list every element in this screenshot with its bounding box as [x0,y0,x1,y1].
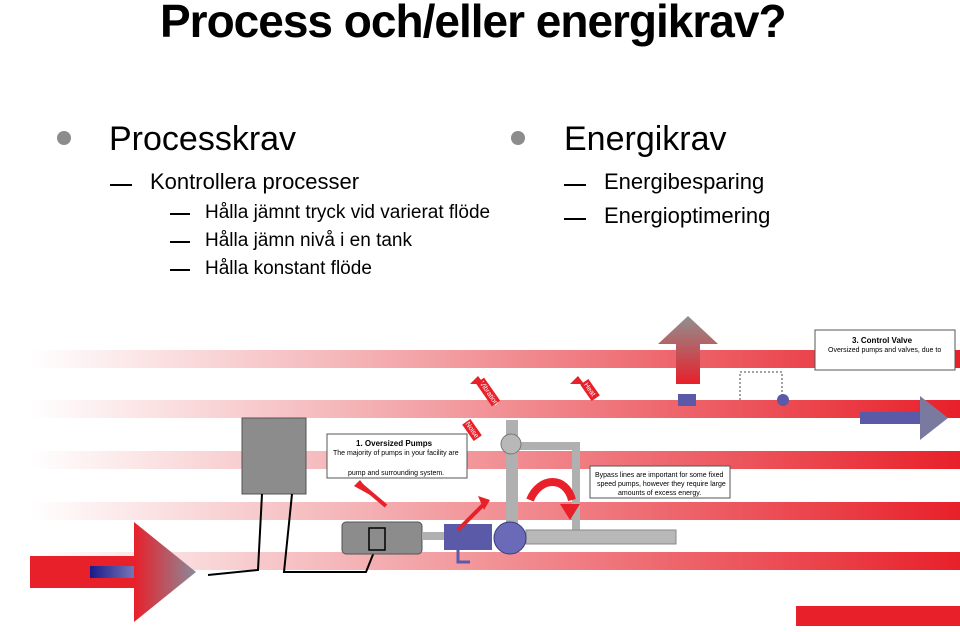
cable [207,493,263,576]
sensor-line [739,371,783,400]
stripe [30,552,960,570]
pipe-elbow [500,433,522,455]
heat-arrow-line [358,482,388,508]
valve [678,394,696,406]
pipe-main [525,529,677,545]
item-energioptimering: Energioptimering [604,203,771,228]
callout-control-valve [814,329,956,371]
tag-noise [462,418,482,442]
tag-heat [580,378,600,402]
item-3: Hålla konstant flöde [205,258,372,279]
callout3-text: Oversized pumps and valves, due to [828,347,941,354]
tag-vibration [475,377,501,407]
motor-terminal [368,527,386,551]
dash [170,269,190,271]
bullet-energikrav [511,131,525,145]
dash [170,213,190,215]
recirculation-arrow [526,478,576,502]
dash [110,184,132,186]
item-1: Hålla jämnt tryck vid varierat flöde [205,202,491,223]
callout1-text2: pump and surrounding system. [348,470,444,477]
bypass-text1: Bypass lines are important for some fixe… [595,472,723,479]
inlet-arrow [134,522,196,622]
pump-volute [493,521,527,555]
stripe [30,502,960,520]
outlet-arrow [920,396,948,440]
bullet-processkrav [57,131,71,145]
sensor [777,394,789,406]
bypass-text2: speed pumps, however they require large [597,481,726,488]
motor [341,521,423,555]
coupling [422,532,444,540]
slide-title: Process och/eller energikrav? [160,0,787,47]
item-2: Hålla jämn nivå i en tank [205,230,412,251]
item-energibesparing: Energibesparing [604,169,765,194]
stripe [30,451,960,469]
dash [170,241,190,243]
up-arrow [658,316,718,384]
heat-arrow-line [456,502,486,532]
stripe [30,350,960,368]
bypass-text3: amounts of excess energy. [618,490,701,497]
control-cabinet [241,417,307,495]
pump-system-diagram: 3. Control Valve Oversized pumps and val… [30,316,960,626]
cable [282,493,375,573]
tag-arrow [570,376,584,384]
callout-oversized-pumps [326,433,468,479]
sub-kontrollera: Kontrollera processer [150,169,360,194]
tag-arrow [470,376,484,384]
dash [564,218,586,220]
pump-base [456,550,470,564]
stripe [796,606,960,626]
pump-body [444,524,492,550]
callout3-title: 3. Control Valve [852,336,913,345]
dash [564,184,586,186]
callout1-title: 1. Oversized Pumps [356,439,433,448]
heading-processkrav: Processkrav [109,120,297,158]
heat-arrow [478,496,490,510]
pipe-horizontal [518,442,576,450]
heading-energikrav: Energikrav [564,120,727,158]
stripe [30,400,960,418]
recirculation-arrowhead [560,504,580,520]
callout1-text1: The majority of pumps in your facility a… [333,450,459,457]
outlet-pipe [860,412,922,424]
pipe-bypass-vertical [572,442,580,530]
callout-bypass [589,465,731,499]
